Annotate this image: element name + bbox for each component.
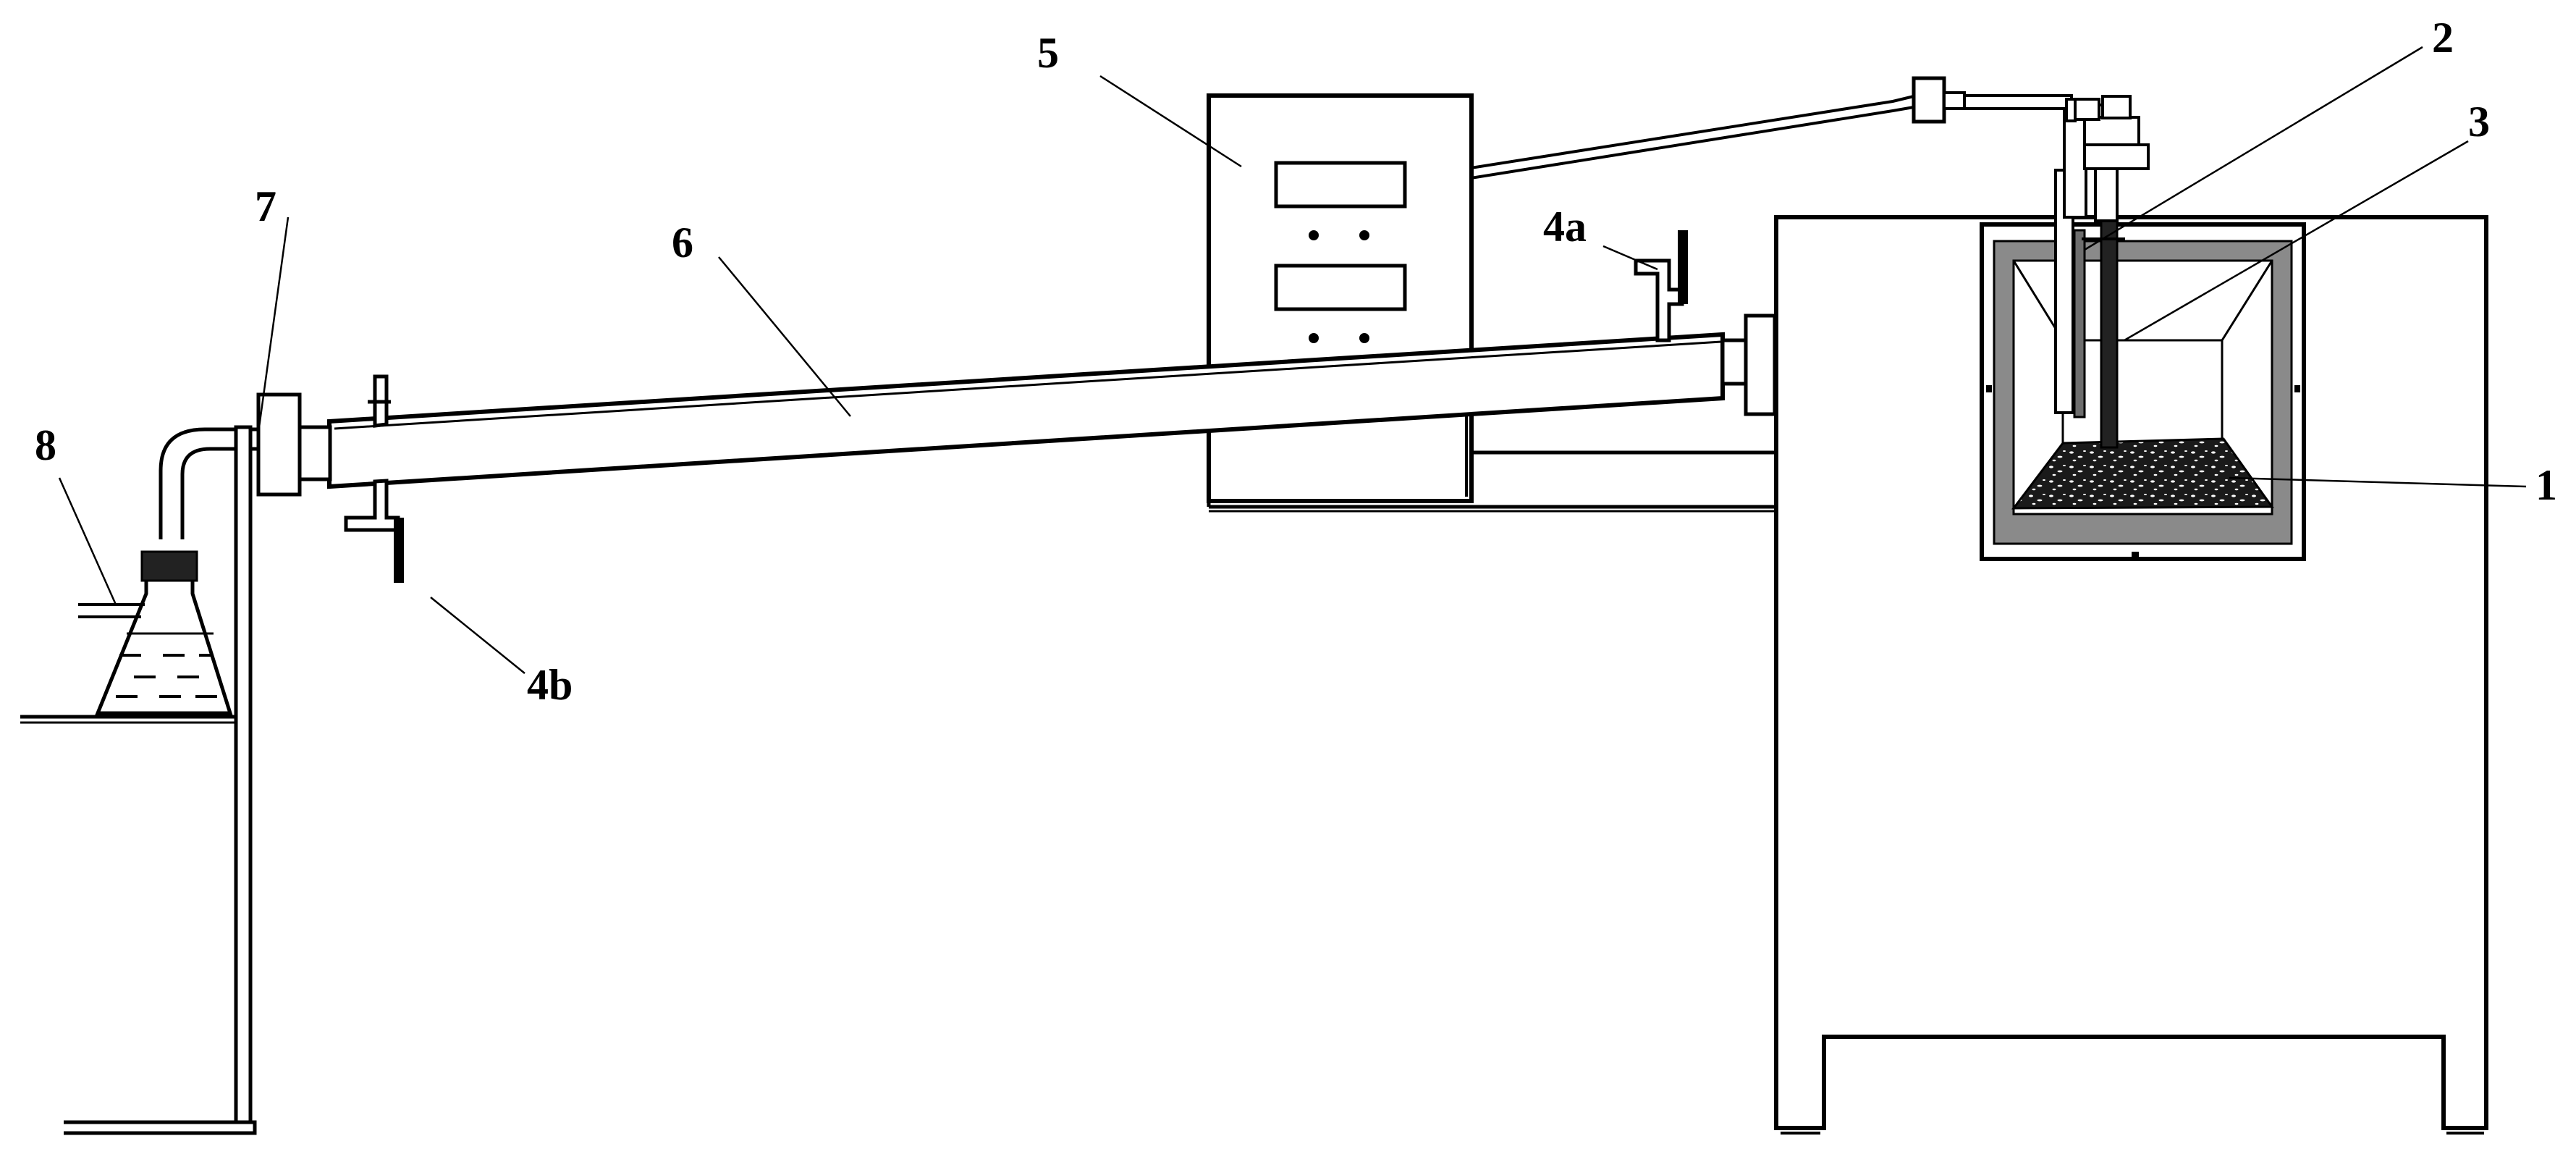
label-4a: 4a <box>1543 203 1587 251</box>
furnace-chamber <box>1980 222 2306 561</box>
temperature-controller <box>1207 93 1914 513</box>
label-3: 3 <box>2468 98 2490 146</box>
water-outlet-4b <box>344 374 404 583</box>
label-6: 6 <box>672 219 693 266</box>
furnace-cabinet <box>1774 215 2488 1135</box>
label-8: 8 <box>35 421 56 469</box>
leader-lines <box>58 46 2527 674</box>
sample-bed <box>2011 437 2274 510</box>
label-5: 5 <box>1037 29 1059 77</box>
water-inlet-4a <box>1634 230 1688 342</box>
label-1: 1 <box>2535 461 2557 509</box>
condenser-tube <box>327 313 1777 489</box>
label-4b: 4b <box>527 661 573 709</box>
connector-and-stand <box>20 392 332 1135</box>
label-2: 2 <box>2432 14 2454 62</box>
collection-flask <box>78 550 233 715</box>
label-7: 7 <box>255 182 276 230</box>
thermocouple-probes <box>1912 76 2150 449</box>
